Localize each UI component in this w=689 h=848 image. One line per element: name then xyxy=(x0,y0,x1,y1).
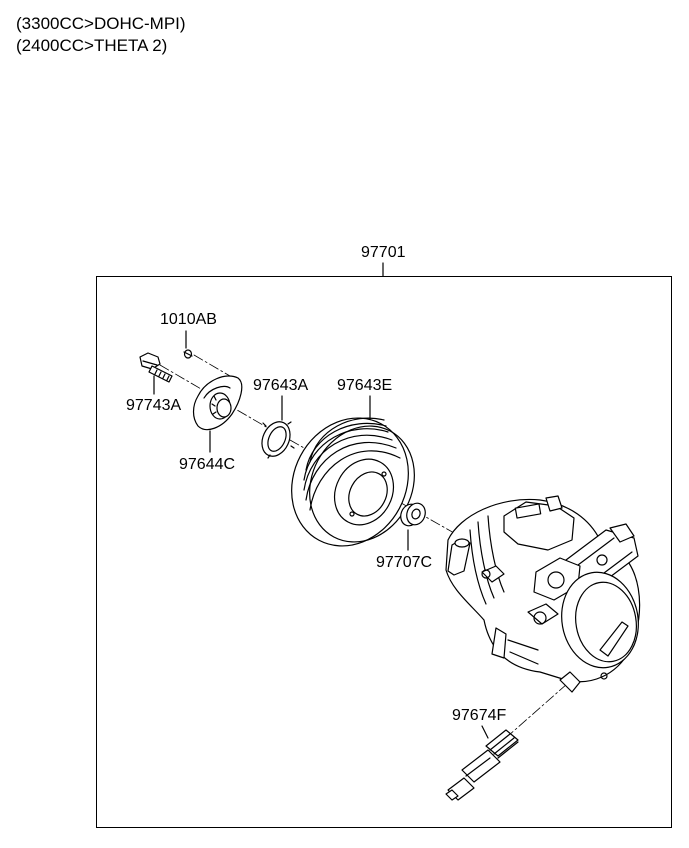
bolt-97743a xyxy=(139,352,173,395)
spacer-97707c xyxy=(400,502,426,551)
assembly-part-number[interactable]: 97701 xyxy=(361,244,406,261)
engine-variant-line-2: (2400CC>THETA 2) xyxy=(16,36,168,55)
shim-ring-97643a xyxy=(261,395,295,459)
part-label-97707c[interactable]: 97707C xyxy=(376,554,433,571)
part-label-97674f[interactable]: 97674F xyxy=(452,707,507,724)
assembly-frame xyxy=(96,276,672,828)
compressor-body xyxy=(445,495,641,693)
part-label-97743a[interactable]: 97743A xyxy=(126,397,182,414)
engine-variant-line-1: (3300CC>DOHC-MPI) xyxy=(16,14,186,33)
sensor-97674f xyxy=(445,725,519,801)
part-label-97643a[interactable]: 97643A xyxy=(253,377,309,394)
part-label-97643e[interactable]: 97643E xyxy=(337,377,393,394)
part-label-1010ab[interactable]: 1010AB xyxy=(160,311,217,328)
pulley-97643e xyxy=(291,395,415,547)
screw-1010ab xyxy=(183,330,193,359)
hub-plate-97644c xyxy=(192,375,243,453)
part-label-97644c[interactable]: 97644C xyxy=(179,456,236,473)
